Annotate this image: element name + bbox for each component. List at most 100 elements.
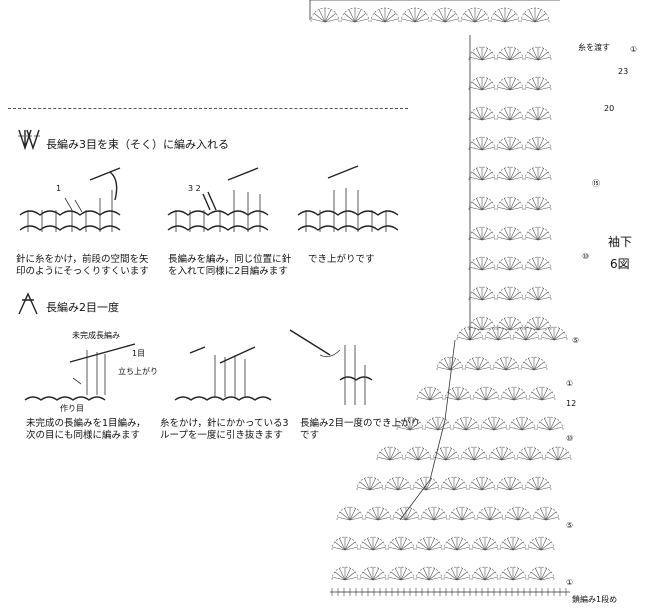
fan-stitch: [541, 327, 567, 340]
fan-stitch: [525, 47, 551, 60]
fan-stitch: [525, 477, 551, 490]
fan-stitch: [444, 537, 470, 550]
fan-stitch: [401, 8, 429, 22]
fan-stitch: [497, 477, 523, 490]
row-marker: 23: [618, 66, 628, 78]
fan-stitch: [465, 357, 491, 370]
fan-stitch: [497, 287, 523, 300]
fan-stitch: [337, 507, 363, 520]
fan-stitch: [500, 537, 526, 550]
fan-stitch: [421, 507, 447, 520]
fan-stitch: [405, 447, 431, 460]
fan-stitch: [525, 227, 551, 240]
fan-stitch: [469, 477, 495, 490]
row-marker: ①: [566, 378, 573, 390]
fan-stitch: [431, 8, 459, 22]
fan-stitch: [469, 227, 495, 240]
fan-stitch: [469, 257, 495, 270]
fan-stitch: [497, 317, 523, 330]
fan-stitch: [417, 387, 443, 400]
fan-stitch: [517, 447, 543, 460]
fan-stitch: [505, 507, 531, 520]
fan-stitch: [425, 417, 451, 430]
fan-stitch: [469, 167, 495, 180]
fan-stitch: [416, 567, 442, 580]
fan-stitch: [509, 417, 535, 430]
chart-title: 袖下: [608, 236, 632, 248]
fan-stitch: [497, 47, 523, 60]
fan-stitch: [497, 107, 523, 120]
row-marker: ⑩: [566, 433, 573, 445]
chart-bottom-label: 鎖編み1段め: [572, 594, 617, 606]
fan-stitch: [472, 537, 498, 550]
fan-stitch: [491, 8, 519, 22]
row-marker: ⑮: [592, 178, 600, 190]
fan-stitch: [469, 197, 495, 210]
fan-stitch: [365, 507, 391, 520]
row-marker: ⑩: [582, 251, 589, 263]
fan-stitch: [513, 327, 539, 340]
row-marker: ⑤: [566, 520, 573, 532]
fan-stitch: [332, 567, 358, 580]
fan-stitch: [360, 537, 386, 550]
fan-stitch: [521, 357, 547, 370]
fan-stitch: [461, 8, 489, 22]
fan-stitch: [441, 477, 467, 490]
fan-stitch: [545, 447, 571, 460]
chart-figure-label: 6図: [610, 258, 630, 270]
fan-stitch: [385, 477, 411, 490]
fan-stitch: [528, 567, 554, 580]
fan-stitch: [393, 507, 419, 520]
fan-stitch: [525, 317, 551, 330]
fan-stitch: [357, 477, 383, 490]
fan-stitch: [461, 447, 487, 460]
fan-stitch: [497, 197, 523, 210]
fan-stitch: [469, 47, 495, 60]
fan-stitch: [533, 507, 559, 520]
fan-stitch: [453, 417, 479, 430]
fan-stitch: [469, 77, 495, 90]
fan-stitch: [485, 327, 511, 340]
fan-stitch: [341, 8, 369, 22]
row-marker: ①: [630, 44, 637, 56]
fan-stitch: [525, 107, 551, 120]
fan-stitch: [469, 137, 495, 150]
row-marker: ⑤: [572, 335, 579, 347]
fan-stitch: [525, 137, 551, 150]
fan-stitch: [493, 357, 519, 370]
fan-stitch: [525, 167, 551, 180]
fan-stitch: [497, 227, 523, 240]
fan-stitch: [525, 257, 551, 270]
row-marker: ①: [566, 577, 573, 589]
fan-stitch: [371, 8, 399, 22]
fan-stitch: [472, 567, 498, 580]
fan-stitch: [473, 387, 499, 400]
fan-stitch: [497, 77, 523, 90]
fan-stitch: [469, 287, 495, 300]
fan-stitch: [489, 447, 515, 460]
fan-stitch: [497, 257, 523, 270]
fan-stitch: [500, 567, 526, 580]
fan-stitch: [521, 8, 549, 22]
fan-stitch: [332, 537, 358, 550]
fan-stitch: [537, 417, 563, 430]
fan-stitch: [525, 77, 551, 90]
fan-stitch: [416, 537, 442, 550]
row-marker: 20: [604, 103, 614, 115]
fan-stitch: [311, 8, 339, 22]
fan-stitch: [481, 417, 507, 430]
fan-stitch: [529, 387, 555, 400]
fan-stitch: [377, 447, 403, 460]
fan-stitch: [501, 387, 527, 400]
fan-stitch: [525, 197, 551, 210]
fan-stitch: [360, 567, 386, 580]
fan-stitch: [497, 167, 523, 180]
fan-stitch: [449, 507, 475, 520]
fan-stitch: [444, 567, 470, 580]
fan-stitch: [469, 107, 495, 120]
fan-stitch: [388, 537, 414, 550]
chart-cut-yarn-label: 糸を渡す: [578, 42, 610, 54]
fan-stitch: [525, 287, 551, 300]
fan-stitch: [413, 477, 439, 490]
